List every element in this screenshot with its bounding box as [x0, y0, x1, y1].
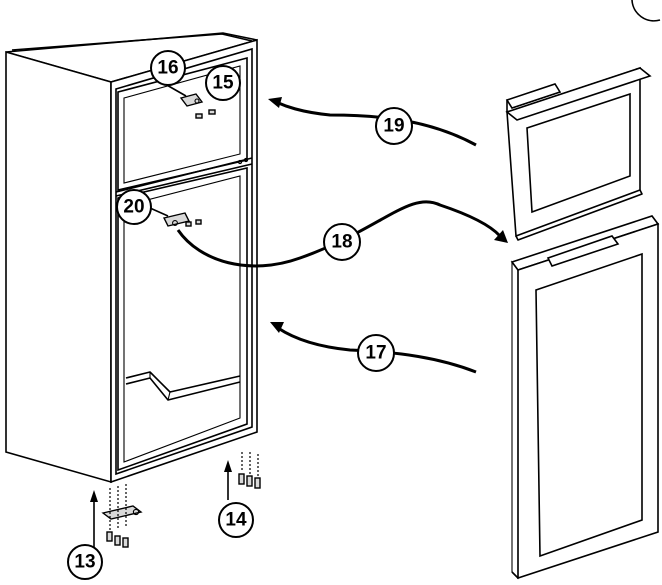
bottom-hinge	[90, 484, 143, 560]
middle-hinge	[149, 207, 202, 227]
arrow-freezer-door	[268, 97, 477, 147]
refrigerator-cabinet	[5, 32, 258, 484]
callout-14: 14	[218, 502, 254, 538]
callout-16-label: 16	[157, 58, 178, 79]
top-hinge	[157, 79, 216, 119]
callout-14-label: 14	[225, 510, 247, 531]
callout-19-label: 19	[383, 116, 404, 137]
freezer-door	[505, 66, 652, 241]
bottom-screws	[224, 452, 261, 500]
callout-20-label: 20	[123, 197, 144, 218]
callout-15: 15	[205, 65, 241, 101]
callout-13-label: 13	[74, 552, 95, 573]
callout-19: 19	[375, 107, 413, 145]
callout-16: 16	[150, 50, 186, 86]
arrow-fridge-door	[270, 322, 477, 374]
arrow-middle-hinge	[176, 200, 508, 268]
callout-13: 13	[67, 544, 103, 580]
callout-17-label: 17	[365, 343, 386, 364]
page-corner-mark	[631, 0, 661, 22]
callout-18: 18	[323, 223, 361, 261]
fridge-door	[510, 215, 660, 580]
callout-20: 20	[116, 189, 152, 225]
callout-15-label: 15	[212, 73, 234, 94]
callout-18-label: 18	[331, 232, 352, 253]
callout-17: 17	[357, 334, 395, 372]
